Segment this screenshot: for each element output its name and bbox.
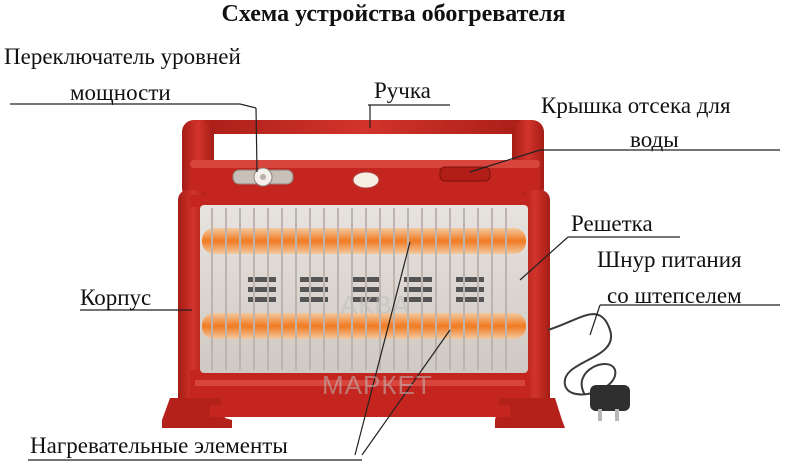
label-power-switch-line1: Переключатель уровней <box>4 44 241 69</box>
label-power-switch-line2: мощности <box>70 80 171 105</box>
diagram-title: Схема устройства обогревателя <box>221 1 566 27</box>
label-cord-line1: Шнур питания <box>597 247 742 272</box>
watermark-line1: АКВА <box>340 290 411 320</box>
label-grille: Решетка <box>571 211 653 236</box>
label-water-cover-line2: воды <box>630 127 679 152</box>
plug <box>590 385 630 421</box>
label-heating-elements: Нагревательные элементы <box>30 433 288 458</box>
feet <box>162 398 565 428</box>
watermark-line2: МАРКЕТ <box>322 370 433 400</box>
label-water-cover-line1: Крышка отсека для <box>541 93 731 118</box>
water-cover <box>439 166 491 182</box>
power-cord <box>547 313 617 396</box>
grille <box>211 208 507 370</box>
handle <box>182 120 544 200</box>
label-body: Корпус <box>80 285 152 310</box>
label-cord-line2: со штепселем <box>607 283 742 308</box>
power-switch <box>232 167 294 187</box>
leader-lines <box>10 103 780 461</box>
brand-badge <box>352 171 380 189</box>
label-handle: Ручка <box>374 78 431 103</box>
